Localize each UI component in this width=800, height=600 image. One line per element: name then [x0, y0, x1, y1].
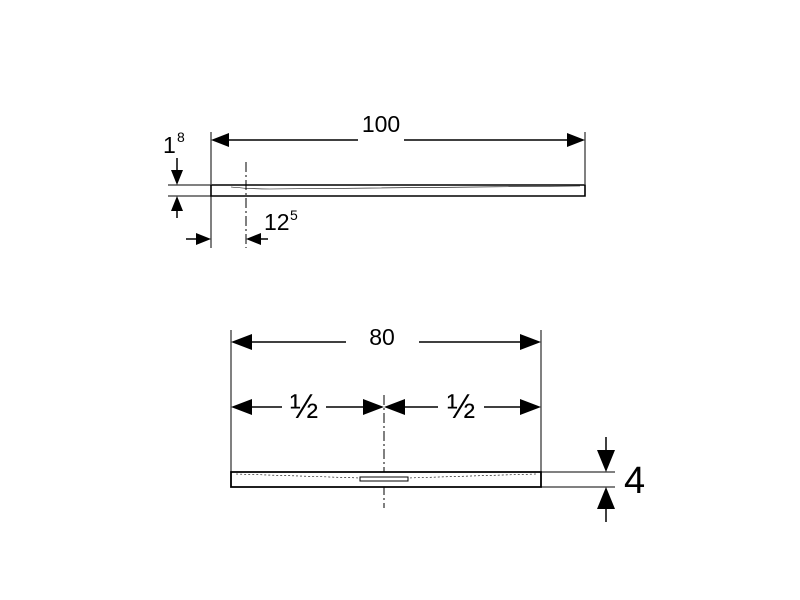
height-arrowhead-bottom — [597, 487, 615, 509]
half-left-arrowhead-right — [363, 399, 384, 415]
section-slope-right — [407, 473, 537, 479]
half-left-dimension-label: ½ — [290, 388, 318, 426]
half-right-arrowhead-left — [384, 399, 405, 415]
offset-dimension-label: 12 — [264, 209, 290, 235]
profile-slope-line — [230, 185, 581, 190]
width-arrowhead-right — [520, 334, 541, 350]
half-right-arrowhead-right — [520, 399, 541, 415]
width-dimension-label: 80 — [369, 324, 395, 350]
arrowhead-left — [211, 133, 229, 147]
half-left-arrowhead-left — [231, 399, 252, 415]
thickness-dimension-label: 1 — [163, 132, 176, 158]
height-arrowhead-top — [597, 450, 615, 472]
offset-dimension-superscript: 5 — [290, 207, 298, 223]
bottom-section-view: 80 ½ ½ 4 — [230, 324, 645, 522]
thickness-dimension-superscript: 8 — [177, 129, 185, 145]
width-arrowhead-left — [231, 334, 252, 350]
half-right-dimension-label: ½ — [447, 388, 475, 426]
height-dimension-label: 4 — [624, 460, 645, 502]
arrowhead-right — [567, 133, 585, 147]
thickness-arrowhead-bottom — [171, 196, 183, 211]
offset-arrowhead-right — [246, 233, 261, 245]
section-drain-channel — [359, 476, 409, 482]
length-dimension-label: 100 — [362, 111, 400, 137]
profile-outline — [210, 184, 586, 197]
top-profile-view: 100 1 8 12 5 — [163, 111, 586, 248]
thickness-arrowhead-top — [171, 170, 183, 185]
offset-arrowhead-left — [196, 233, 211, 245]
